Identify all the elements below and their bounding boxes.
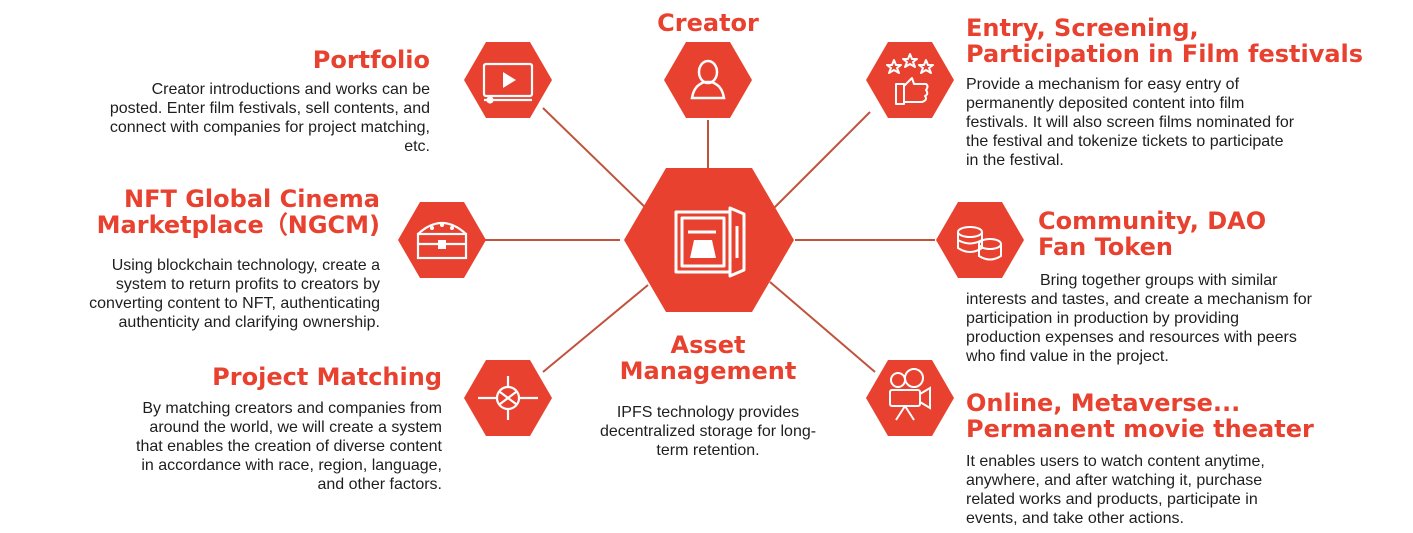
- movie-camera-icon: [889, 368, 931, 421]
- asset-management-title: Asset Management: [619, 331, 797, 385]
- connector-project-matching: [542, 284, 649, 373]
- treasure-chest-icon: [416, 221, 468, 260]
- theater-hexagon: [866, 360, 954, 436]
- connector-lines: [485, 107, 935, 373]
- community-description: Bring together groups with similar inter…: [966, 272, 1312, 365]
- user-icon: [690, 59, 726, 100]
- project-matching-description: By matching creators and companies from …: [136, 400, 442, 493]
- video-player-icon: [482, 62, 534, 104]
- theater-title: Online, Metaverse... Permanent movie the…: [966, 389, 1314, 443]
- thumbs-up-stars-icon: [886, 53, 934, 105]
- asset-management-description: IPFS technology provides decentralized s…: [599, 404, 817, 459]
- community-title: Community, DAO Fan Token: [1038, 207, 1267, 261]
- ngcm-title: NFT Global Cinema Marketplace（NGCM): [96, 185, 380, 239]
- theater-description: It enables users to watch content anytim…: [966, 453, 1265, 527]
- project-matching-title: Project Matching: [212, 363, 442, 391]
- connector-theater: [769, 281, 876, 373]
- festivals-description: Provide a mechanism for easy entry of pe…: [966, 76, 1295, 169]
- portfolio-description: Creator introductions and works can be p…: [109, 81, 430, 155]
- creator-hexagon: [664, 42, 752, 118]
- joined-hands-icon: [478, 376, 538, 420]
- connector-portfolio: [542, 107, 651, 213]
- connector-festivals: [769, 111, 871, 213]
- portfolio-title: Portfolio: [312, 46, 430, 74]
- ngcm-description: Using blockchain technology, create a sy…: [89, 257, 380, 331]
- creator-title: Creator: [657, 9, 759, 37]
- festivals-title: Entry, Screening, Participation in Film …: [966, 14, 1364, 68]
- coins-stack-icon: [957, 226, 1002, 261]
- safe-vault-icon: [674, 206, 746, 278]
